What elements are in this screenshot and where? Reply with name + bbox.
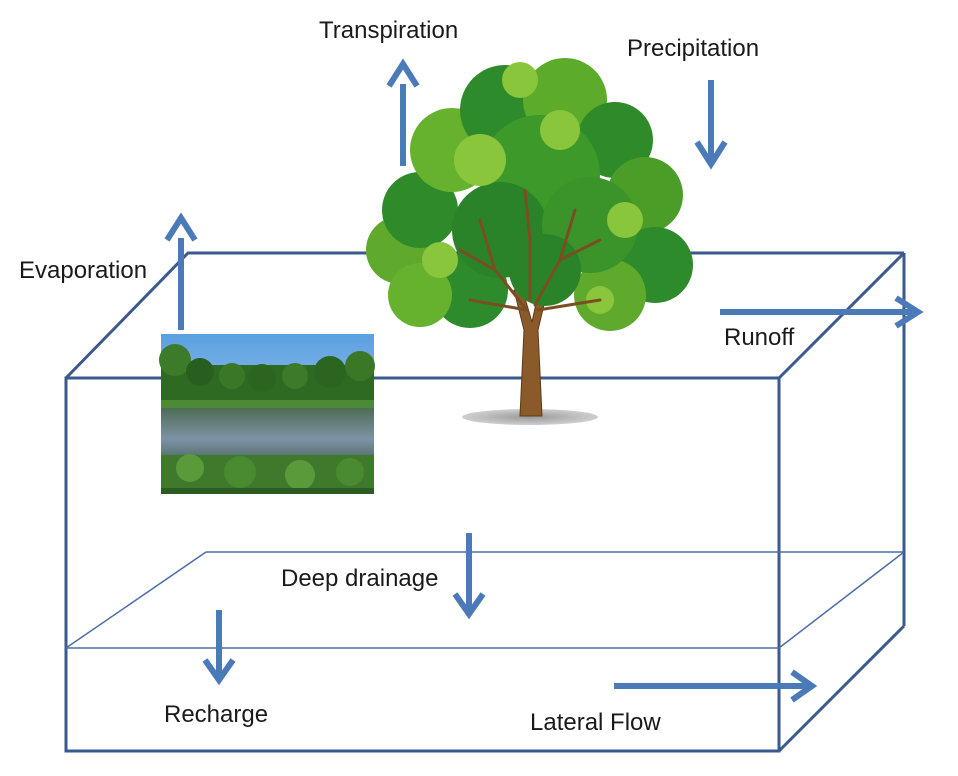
tree-branches [458, 188, 602, 312]
transpiration-arrow [386, 58, 420, 166]
evaporation-label: Evaporation [19, 257, 147, 284]
box-right-bottom-edge [777, 624, 906, 753]
tree-shadow [462, 409, 598, 425]
lateral-flow-label: Lateral Flow [530, 709, 661, 736]
precipitation-arrow [694, 80, 728, 170]
runoff-arrow [720, 295, 924, 329]
evaporation-arrow [164, 212, 198, 330]
box-front-face [64, 376, 781, 753]
runoff-label: Runoff [724, 324, 795, 351]
groundwater-layer [65, 551, 905, 649]
precipitation-label: Precipitation [627, 35, 759, 62]
recharge-label: Recharge [164, 701, 268, 728]
deep-drainage-label: Deep drainage [281, 565, 438, 592]
tree-illustration [366, 58, 693, 425]
pond-photo [159, 334, 375, 494]
layer-right-diagonal [778, 551, 905, 649]
lateral-flow-arrow [614, 669, 818, 703]
deep-drainage-arrow [452, 533, 486, 620]
box-right-top-edge [777, 251, 906, 380]
transpiration-label: Transpiration [319, 17, 458, 44]
recharge-arrow [202, 610, 236, 686]
layer-left-diagonal [65, 551, 207, 649]
flow-arrows [164, 58, 924, 703]
